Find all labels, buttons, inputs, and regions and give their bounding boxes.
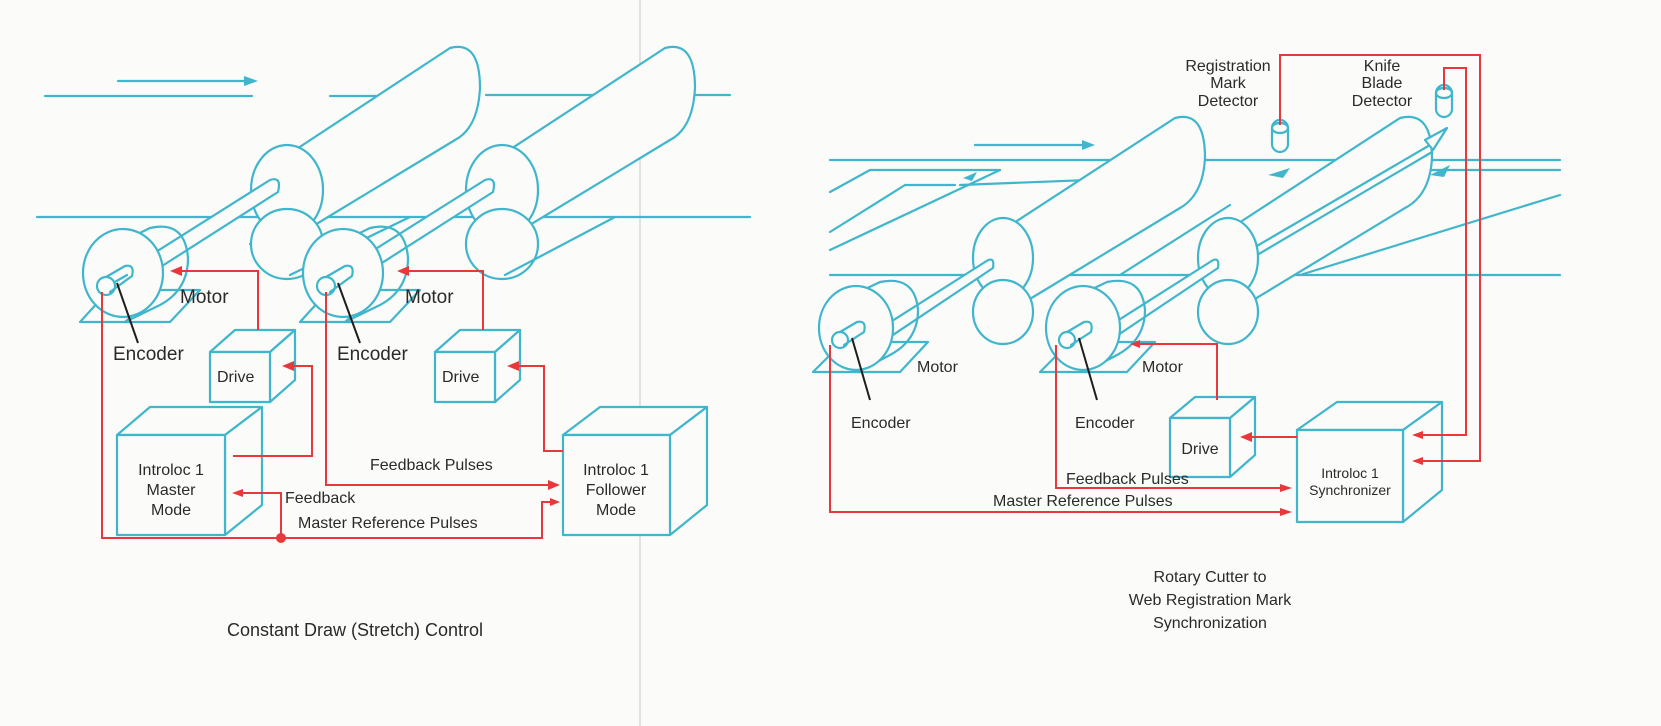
label-master-line1: Introloc 1 (138, 462, 204, 479)
label-master-line3: Mode (151, 502, 191, 519)
web-direction-arrow-right (973, 140, 1095, 150)
label-follower-line1: Introloc 1 (583, 462, 649, 479)
label-feedback-pulses-right: Feedback Pulses (1066, 471, 1189, 488)
label-knife-line2: Blade (1362, 75, 1403, 92)
label-motor-2: Motor (405, 287, 454, 308)
drive-box-right (1168, 395, 1257, 479)
motor-a (811, 279, 930, 374)
caption-left: Constant Draw (Stretch) Control (227, 620, 483, 640)
introloc-synchronizer-box (1295, 400, 1444, 524)
encoder-a-leader (851, 337, 871, 401)
caption-right-line2: Web Registration Mark (1129, 592, 1292, 609)
caption-right-line1: Rotary Cutter to (1154, 569, 1267, 586)
label-registration-line3: Detector (1198, 93, 1259, 110)
signal-lines-right (829, 54, 1481, 516)
label-drive-2: Drive (442, 369, 479, 386)
introloc-master-box (115, 405, 264, 537)
left-panel: Motor Motor Encoder Encoder Drive Drive … (35, 45, 752, 640)
encoder-b-leader (1078, 337, 1098, 401)
label-drive-right: Drive (1181, 441, 1218, 458)
label-knife-line3: Detector (1352, 93, 1413, 110)
roller-set-2 (354, 45, 697, 281)
label-sync-line1: Introloc 1 (1321, 465, 1379, 481)
label-knife-line1: Knife (1364, 58, 1401, 75)
label-registration-line2: Mark (1210, 75, 1247, 92)
roller-set-a (869, 115, 1207, 346)
label-motor-1: Motor (180, 287, 229, 308)
encoder-1-leader (116, 282, 139, 344)
label-encoder-2: Encoder (337, 344, 408, 365)
label-master-reference-pulses-right: Master Reference Pulses (993, 493, 1173, 510)
motor-b (1038, 279, 1157, 374)
motor-2 (298, 225, 422, 324)
right-panel: Registration Mark Detector Knife Blade D… (811, 54, 1562, 632)
label-sync-line2: Synchronizer (1309, 482, 1391, 498)
label-encoder-1: Encoder (113, 344, 184, 365)
junction-dot (276, 533, 286, 543)
encoder-2-leader (337, 282, 361, 344)
label-follower-line2: Follower (586, 482, 647, 499)
label-registration-line1: Registration (1185, 58, 1270, 75)
label-drive-1: Drive (217, 369, 254, 386)
caption-right-line3: Synchronization (1153, 615, 1267, 632)
drive-box-1 (208, 328, 297, 404)
knife-blade-detector (1434, 83, 1454, 119)
label-encoder-b: Encoder (1075, 415, 1135, 432)
label-encoder-a: Encoder (851, 415, 911, 432)
label-follower-line3: Mode (596, 502, 636, 519)
label-feedback-pulses-left: Feedback Pulses (370, 457, 493, 474)
drive-box-2 (433, 328, 522, 404)
introloc-follower-box (561, 405, 709, 537)
label-motor-a: Motor (917, 359, 959, 376)
label-feedback-left: Feedback (285, 490, 356, 507)
web-direction-arrow-left (116, 76, 258, 86)
roller-set-b-cutter (1094, 115, 1449, 346)
label-master-reference-pulses-left: Master Reference Pulses (298, 515, 478, 532)
label-motor-b: Motor (1142, 359, 1184, 376)
label-master-line2: Master (147, 482, 197, 499)
signal-lines-left (101, 266, 563, 543)
